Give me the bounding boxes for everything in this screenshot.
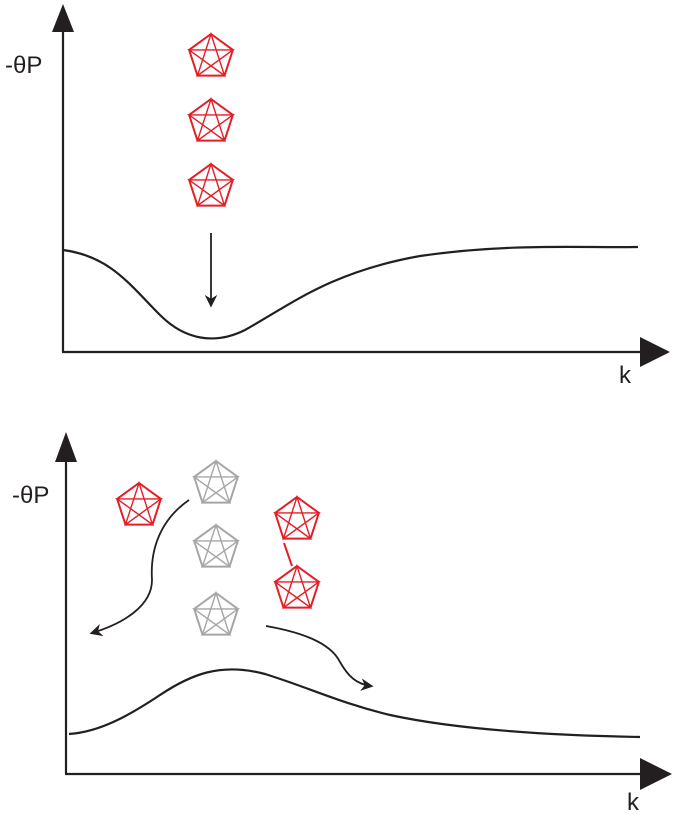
top-x-axis-label: k xyxy=(619,362,632,389)
bottom-left-curved-arrow xyxy=(89,499,190,637)
bottom-molecule-red-right-2 xyxy=(272,563,322,610)
pentagon-outline xyxy=(187,97,235,142)
pentagon-outline xyxy=(273,495,321,540)
bottom-molecule-red-left xyxy=(114,480,164,527)
pentagram-lines xyxy=(272,494,322,541)
bottom-panel: -θP k xyxy=(12,432,672,814)
bottom-x-axis-label: k xyxy=(627,789,640,814)
pentagram-lines xyxy=(191,458,241,505)
pentagram-lines xyxy=(191,590,241,637)
pentagram-lines xyxy=(272,563,322,610)
pentagon-outline xyxy=(273,564,321,609)
top-panel: -θP k xyxy=(5,4,670,389)
bottom-x-axis-arrowhead xyxy=(640,758,672,790)
pentagram-lines xyxy=(186,31,236,78)
pentagon-outline xyxy=(187,162,235,207)
top-y-axis-label: -θP xyxy=(5,52,42,79)
top-y-axis-arrowhead xyxy=(52,4,74,32)
pentagon-outline xyxy=(192,523,240,568)
pentagon-outline xyxy=(192,459,240,504)
bottom-molecule-gray-3 xyxy=(191,590,241,637)
pentagon-outline xyxy=(115,481,163,526)
top-x-axis-arrowhead xyxy=(640,337,670,367)
bottom-curve xyxy=(68,668,641,739)
pentagram-lines xyxy=(191,522,241,569)
pentagon-outline xyxy=(187,32,235,77)
pentagram-lines xyxy=(186,96,236,143)
bottom-molecule-red-right-1 xyxy=(272,494,322,541)
top-molecule-1 xyxy=(186,31,236,78)
bottom-molecule-link xyxy=(283,542,293,567)
bottom-molecule-gray-1 xyxy=(191,458,241,505)
top-molecule-2 xyxy=(186,96,236,143)
bottom-y-axis-label: -θP xyxy=(12,482,49,509)
pentagon-outline xyxy=(192,591,240,636)
bottom-molecule-gray-2 xyxy=(191,522,241,569)
top-curve xyxy=(62,245,639,340)
pentagram-lines xyxy=(114,480,164,527)
pentagram-lines xyxy=(186,161,236,208)
bottom-y-axis-arrowhead xyxy=(55,432,77,462)
bottom-right-curved-arrow xyxy=(265,625,374,691)
top-molecule-3 xyxy=(186,161,236,208)
